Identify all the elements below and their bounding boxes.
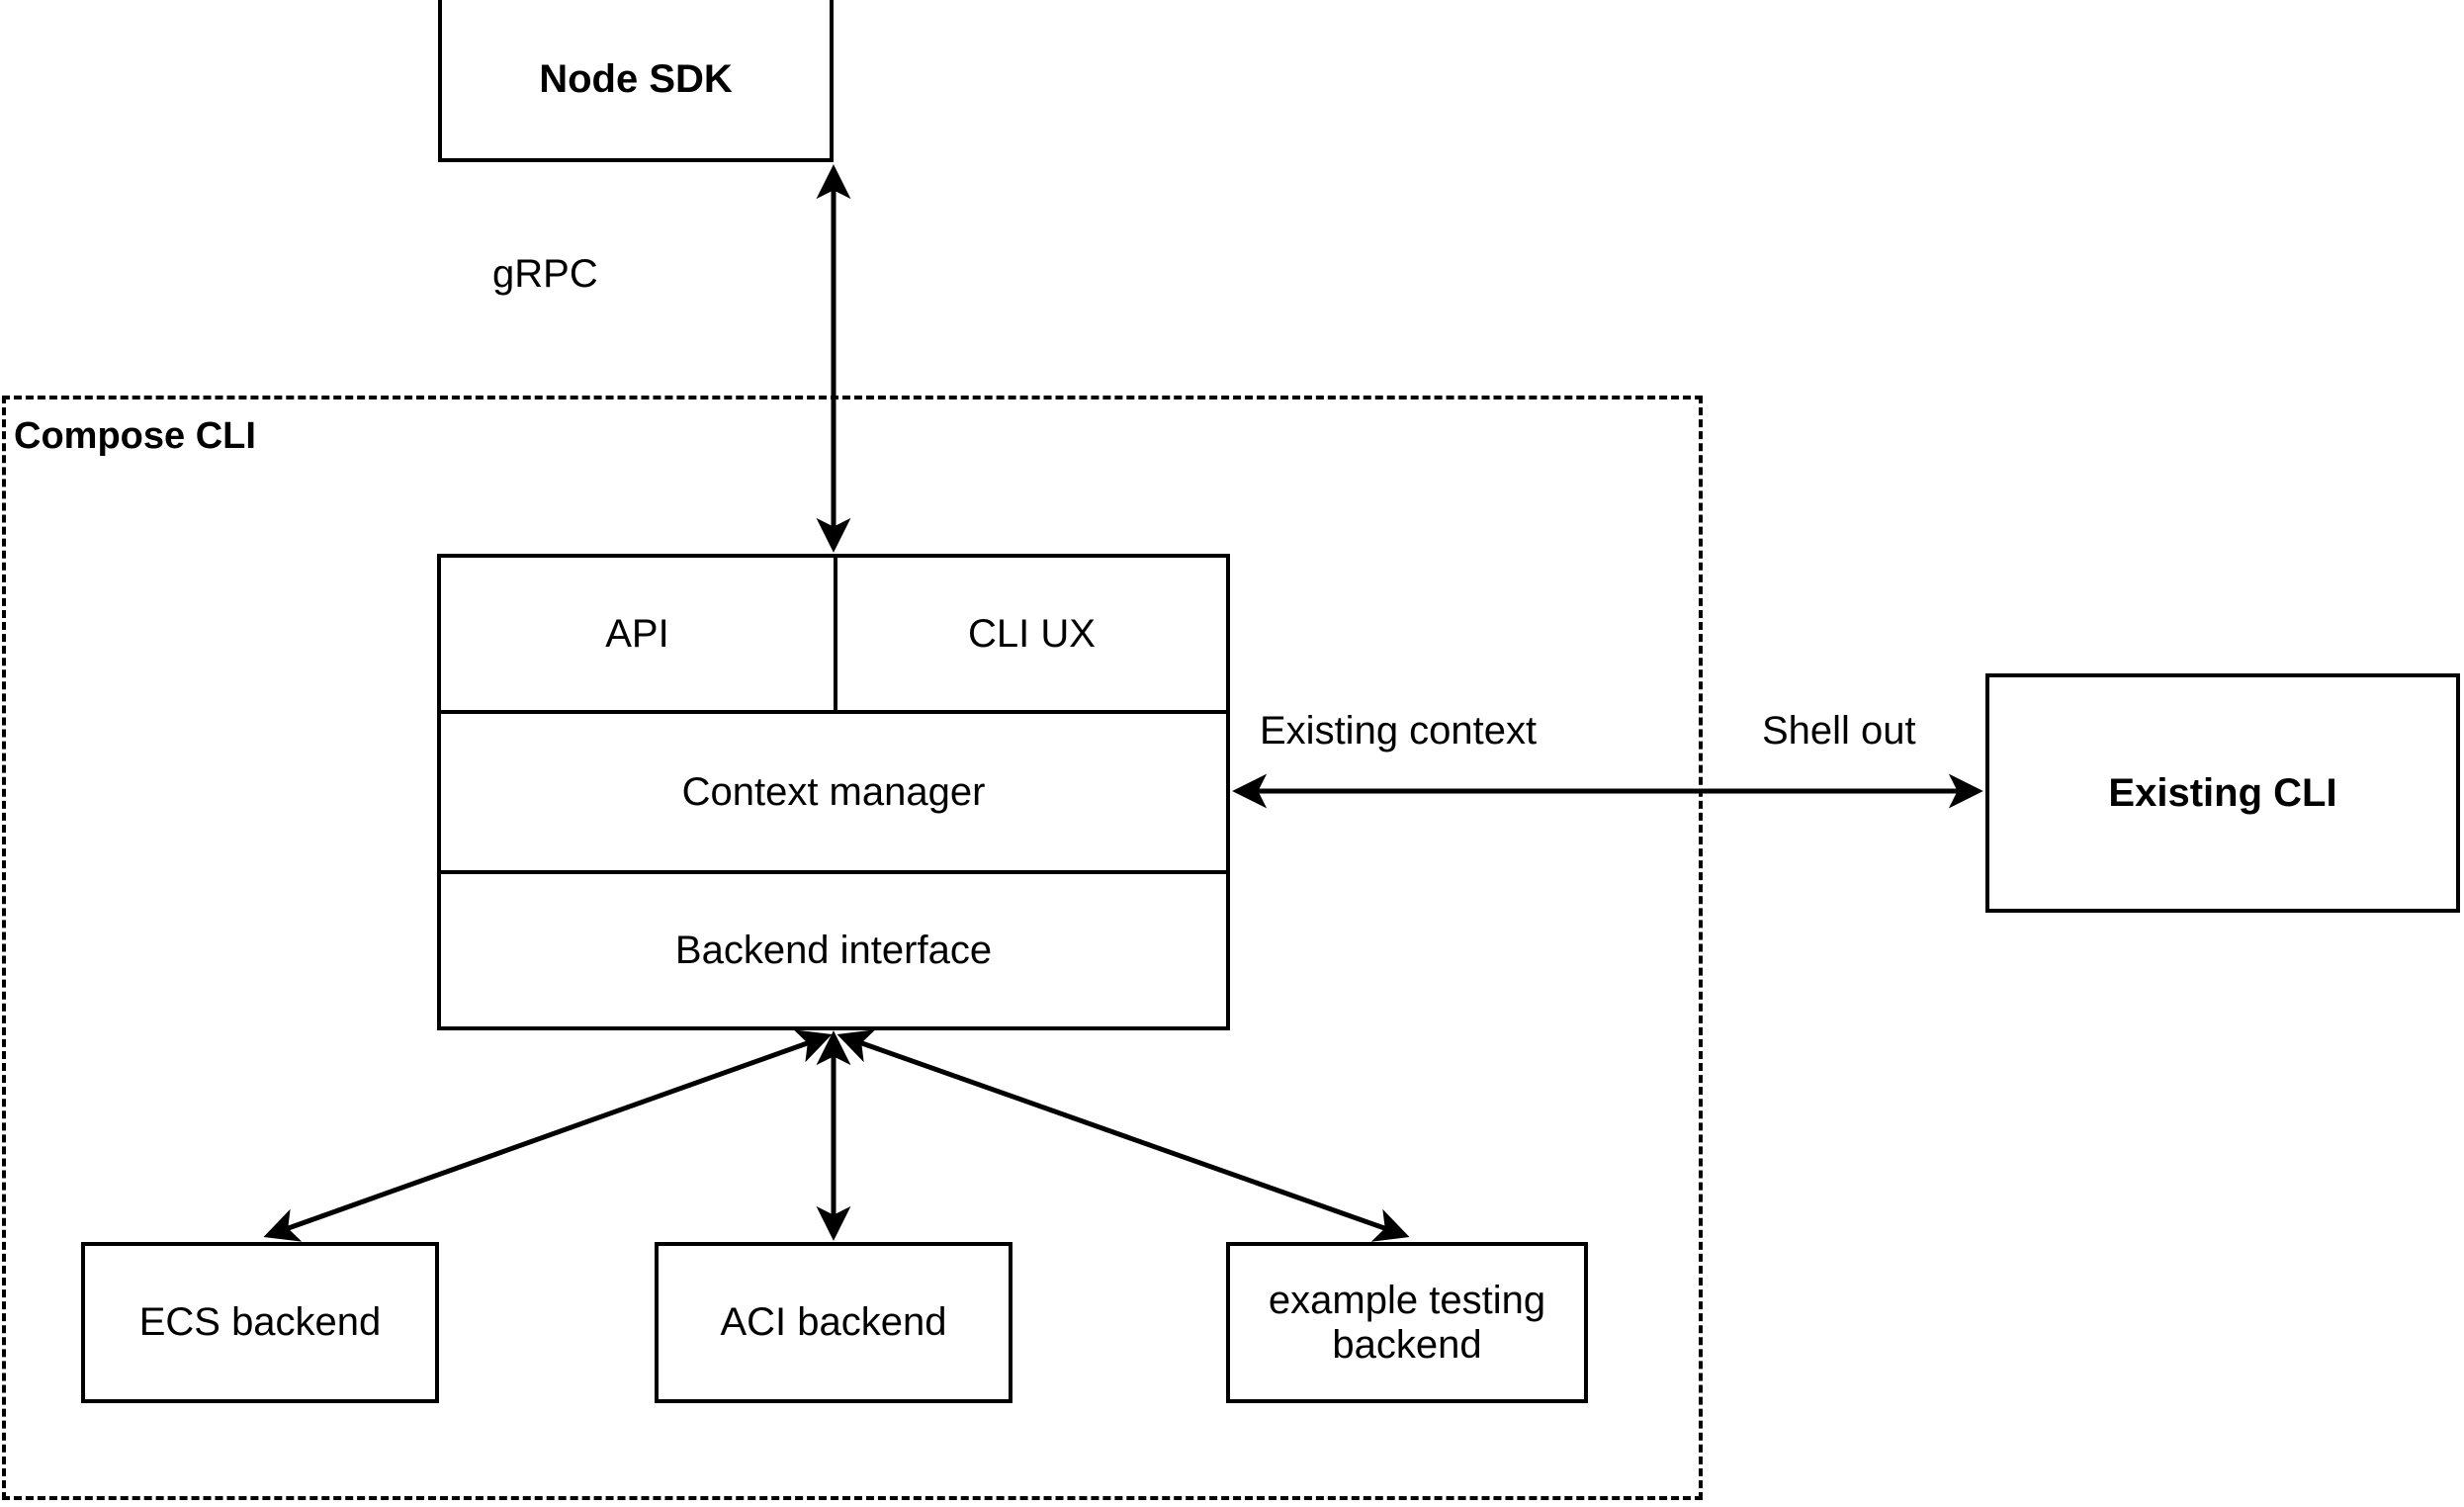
- edge-backend-example-line: [836, 1029, 1410, 1242]
- compose-cli-group-frame: [2, 396, 1703, 1500]
- edge-backend-ecs-line: [263, 1029, 833, 1242]
- node-box-existing-cli[interactable]: Existing CLI: [1985, 673, 2460, 913]
- edge-label-existing-context: Existing context: [1254, 709, 1543, 754]
- node-cell-api[interactable]: API: [605, 611, 669, 656]
- node-box-example-testing-backend[interactable]: example testing backend: [1226, 1242, 1588, 1403]
- node-box-node-sdk[interactable]: Node SDK: [438, 0, 834, 162]
- node-cell-cli-ux[interactable]: CLI UX: [968, 611, 1096, 656]
- compose-cli-group-label: Compose CLI: [14, 415, 256, 457]
- node-box-ecs-backend[interactable]: ECS backend: [81, 1242, 439, 1403]
- compose-cli-stack: [437, 554, 1230, 1030]
- node-cell-context-manager[interactable]: Context manager: [681, 769, 986, 814]
- stack-row-divider-2: [437, 870, 1230, 874]
- edge-label-shell-out: Shell out: [1756, 709, 1922, 754]
- stack-col-divider: [834, 554, 837, 714]
- node-box-aci-backend[interactable]: ACI backend: [655, 1242, 1012, 1403]
- node-cell-backend-interface[interactable]: Backend interface: [674, 928, 993, 972]
- edge-label-grpc: gRPC: [486, 252, 604, 297]
